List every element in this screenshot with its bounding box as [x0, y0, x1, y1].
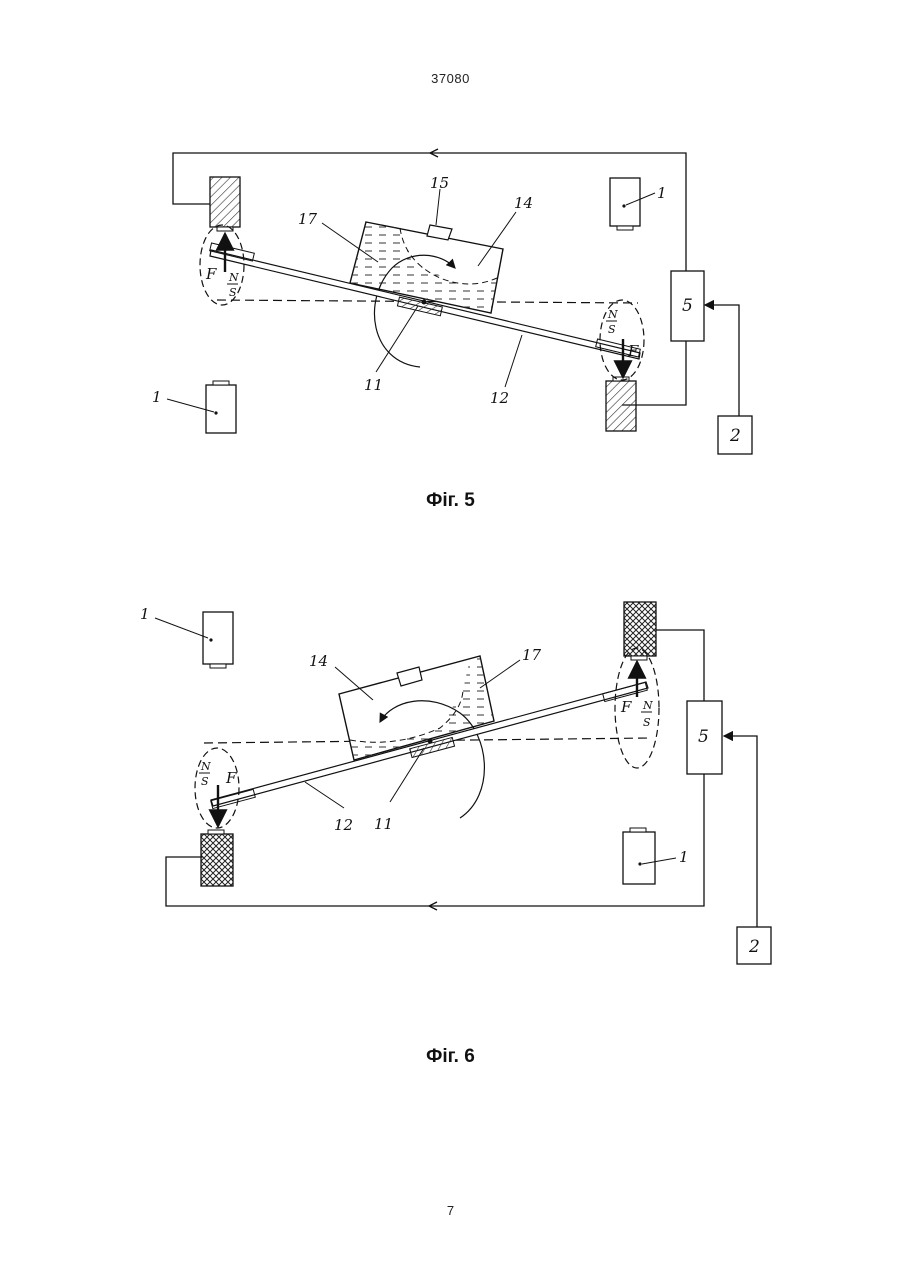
- label-2: 2: [748, 937, 760, 957]
- label-n-left: N: [228, 271, 239, 284]
- label-1-bottom-right: 1: [679, 848, 689, 866]
- pivot-point: [422, 300, 427, 305]
- label-11: 11: [374, 815, 393, 833]
- figure-6-diagram: 1 1 14 17 5 2 11 12 F N S F N S: [0, 590, 901, 980]
- label-14: 14: [309, 652, 328, 670]
- electromagnet-top-left: [210, 177, 240, 231]
- label-2: 2: [729, 426, 741, 446]
- label-5: 5: [698, 727, 709, 747]
- label-s-right: S: [643, 716, 651, 729]
- label-f-left: F: [205, 265, 217, 283]
- label-12: 12: [490, 389, 509, 407]
- label-n-right: N: [642, 699, 653, 712]
- label-12: 12: [334, 816, 353, 834]
- label-17: 17: [522, 646, 542, 664]
- label-17: 17: [298, 210, 318, 228]
- label-11: 11: [364, 376, 383, 394]
- sensor-top-left: [155, 612, 233, 668]
- figure-5-diagram: 15 14 17 1 1 5 2 11 12 F N S F N S: [0, 140, 901, 470]
- electromagnet-bottom-right: [606, 377, 636, 431]
- label-15: 15: [430, 174, 449, 192]
- document-number: 37080: [0, 71, 901, 86]
- label-n-right: N: [607, 308, 618, 321]
- label-1-bottom-left: 1: [152, 388, 162, 406]
- label-n-left: N: [200, 760, 211, 773]
- label-1-top-left: 1: [140, 605, 150, 623]
- figure-5-caption: Фіг. 5: [0, 490, 901, 512]
- label-14: 14: [514, 194, 533, 212]
- sensor-bottom-left: [167, 381, 236, 433]
- label-s-right: S: [608, 323, 616, 336]
- label-f-left: F: [225, 769, 237, 787]
- liquid-container-14: [350, 222, 503, 313]
- electromagnet-bottom-left: [201, 830, 233, 886]
- figure-6-caption: Фіг. 6: [0, 1046, 901, 1068]
- sensor-top-right: [610, 178, 655, 230]
- electromagnet-top-right: [624, 602, 656, 660]
- sensor-bottom-right: [623, 828, 676, 884]
- page-number: 7: [0, 1203, 901, 1218]
- pivot-point: [428, 739, 433, 744]
- label-5: 5: [682, 296, 693, 316]
- label-s-left: S: [229, 286, 237, 299]
- label-f-right: F: [620, 698, 632, 716]
- label-1-top-right: 1: [657, 184, 667, 202]
- label-f-right: F: [627, 342, 639, 360]
- label-s-left: S: [201, 775, 209, 788]
